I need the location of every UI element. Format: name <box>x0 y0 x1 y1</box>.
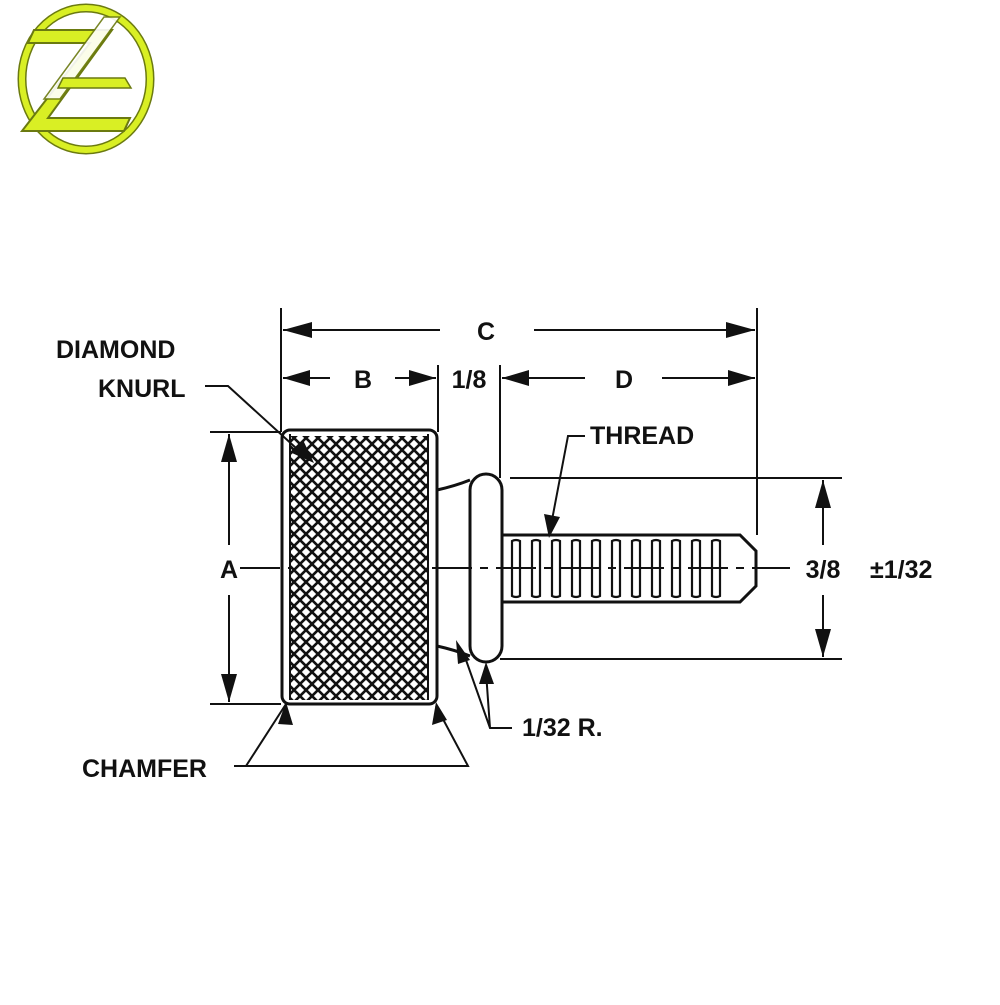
thread-tooth <box>690 538 702 599</box>
dimension-c: C <box>283 318 755 346</box>
dimension-b: B <box>283 366 436 394</box>
dim-c-label: C <box>477 318 495 346</box>
dim-d-label: D <box>615 366 633 394</box>
thread-tooth <box>550 538 562 599</box>
thread-tooth <box>530 538 542 599</box>
dim-a-label: A <box>220 556 238 584</box>
thread-label: THREAD <box>590 422 694 450</box>
dim-thread-dia-label: 3/8 <box>806 556 841 584</box>
dim-tolerance-label: ±1/32 <box>870 556 932 584</box>
radius-leader <box>465 659 512 729</box>
thread-tooth <box>590 538 602 599</box>
threaded-shank <box>502 533 758 604</box>
chamfer-label: CHAMFER <box>82 755 207 783</box>
thread-tooth <box>670 538 682 599</box>
diamond-knurl-leader <box>205 385 297 449</box>
thread-tooth <box>570 538 582 599</box>
dimension-d: D <box>502 366 755 394</box>
knurled-head <box>280 428 439 706</box>
thread-tooth <box>630 538 642 599</box>
thread-tooth <box>650 538 662 599</box>
diamond-knurl-label-line1: DIAMOND <box>56 336 175 364</box>
zl-logo <box>17 3 155 155</box>
dim-b-label: B <box>354 366 372 394</box>
extension-lines <box>210 308 842 705</box>
thread-tooth <box>510 538 522 599</box>
chamfer-leader <box>234 703 470 767</box>
thread-tooth <box>710 538 722 599</box>
diamond-knurl-label-line2: KNURL <box>98 375 186 403</box>
dimension-thread-diameter: 3/8 ±1/32 <box>806 480 932 657</box>
dimension-a: A <box>220 434 238 702</box>
thread-tooth <box>610 538 622 599</box>
radius-label: 1/32 R. <box>522 714 603 742</box>
thread-leader <box>551 435 585 521</box>
dim-shoulder-label: 1/8 <box>452 366 487 394</box>
